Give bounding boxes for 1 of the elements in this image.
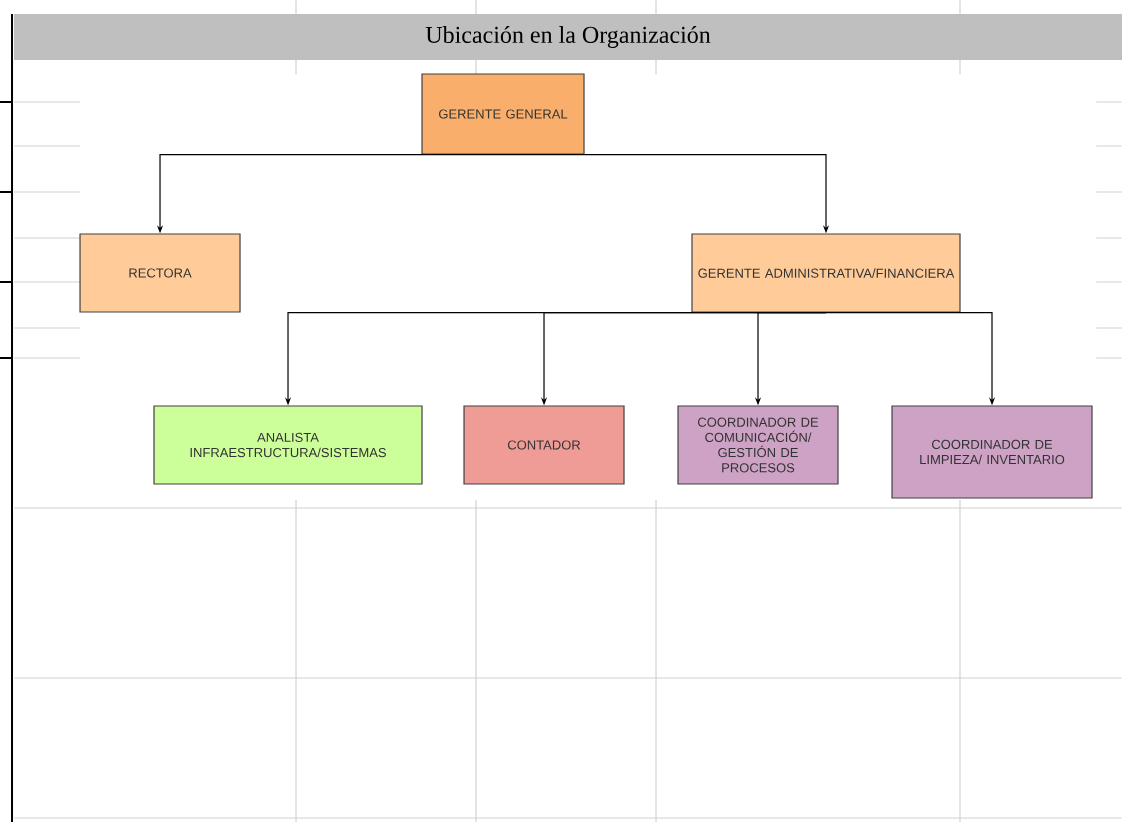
title-bar: Ubicación en la Organización — [14, 14, 1122, 60]
